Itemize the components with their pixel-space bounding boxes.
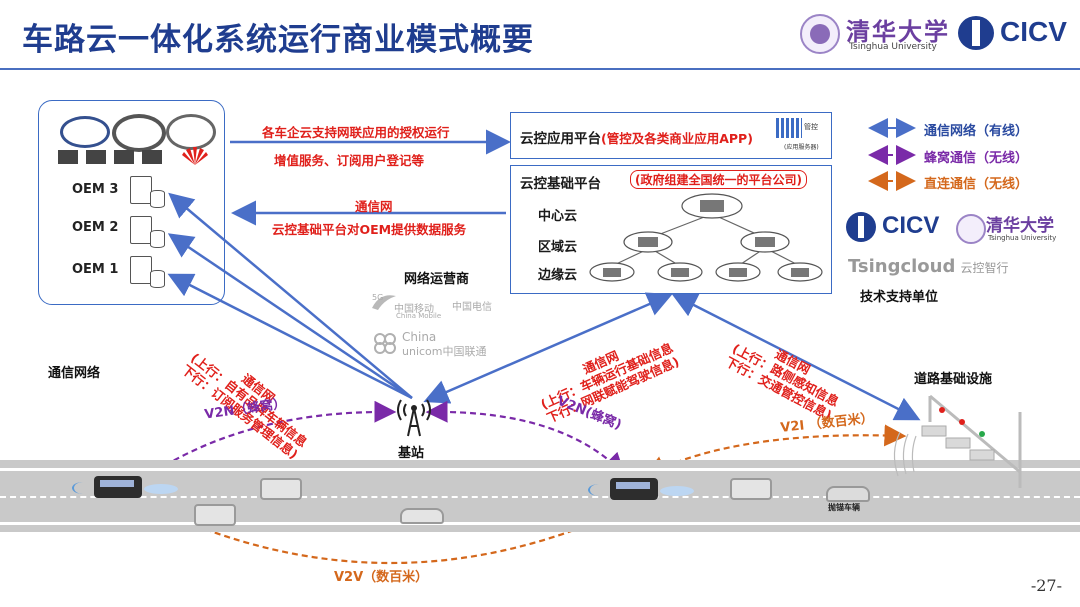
road-edge-top <box>0 468 1080 471</box>
china-telecom-logo: 中国电信 <box>452 302 492 313</box>
signal-waves-left-icon <box>72 482 94 494</box>
top-arrow-text-1: 各车企云支持网联应用的授权运行 <box>262 125 450 140</box>
lane-divider <box>0 496 1080 498</box>
app-platform-title: 云控应用平台(管控及各类商业应用APP) <box>520 127 753 147</box>
base-station-icon <box>396 398 432 438</box>
app-server-sublabel: (应用服务器) <box>784 144 819 151</box>
oem-2-label: OEM 2 <box>72 220 119 235</box>
china-unicom-en1: China <box>402 330 437 344</box>
app-server-icon <box>776 118 802 138</box>
mid-arrow-text-1: 通信网 <box>355 199 393 214</box>
operators-title: 网络运营商 <box>404 272 470 287</box>
broken-car-label: 抛锚车辆 <box>828 503 860 512</box>
support-label: 技术支持单位 <box>860 290 939 305</box>
road-gantry-icon <box>893 394 1022 488</box>
china-unicom-icon <box>372 332 398 354</box>
level-edge-cloud: 边缘云 <box>538 268 578 283</box>
support-tsinghua-icon <box>956 214 986 244</box>
van-gray-3 <box>730 478 772 500</box>
huawei-logo-icon <box>180 146 210 166</box>
support-tsinghua-en: Tsinghua University <box>988 234 1057 242</box>
base-platform-desc: (政府组建全国统一的平台公司) <box>630 170 807 189</box>
page-number: -27- <box>1030 576 1062 595</box>
tsinghua-logo <box>800 14 840 54</box>
toyota-logo-icon <box>166 114 216 150</box>
header-divider <box>0 68 1080 70</box>
top-arrow-text-2: 增值服务、订阅用户登记等 <box>274 153 425 168</box>
signal-glow-left-icon <box>144 484 178 494</box>
road-edge-bottom <box>0 522 1080 525</box>
china-mobile-cn: 中国移动 <box>394 304 434 315</box>
app-platform-desc: (管控及各类商业应用APP) <box>601 131 753 146</box>
signal-glow-right-icon <box>660 486 694 496</box>
page-title: 车路云一体化系统运行商业模式概要 <box>22 22 534 58</box>
svg-text:5G: 5G <box>372 293 383 302</box>
legend-wired: 通信网络（有线） <box>924 124 1029 139</box>
app-platform-name: 云控应用平台 <box>520 131 601 147</box>
base-platform-title: 云控基础平台 <box>520 176 601 192</box>
broken-car-icon <box>826 486 870 502</box>
support-tsinghua-cn: 清华大学 <box>986 216 1054 236</box>
tsingcloud-logo: Tsingcloud 云控智行 <box>848 256 1009 277</box>
legend-cellular: 蜂窝通信（无线） <box>924 151 1029 166</box>
v2v-label: V2V（数百米） <box>334 570 429 585</box>
signal-waves-right-icon <box>588 484 610 496</box>
comm-network-label: 通信网络 <box>48 366 101 381</box>
app-server-label: 管控 <box>804 123 818 131</box>
china-mobile-en: China Mobile <box>396 312 442 320</box>
car-gray-1 <box>400 508 444 524</box>
byd-logo-icon <box>58 150 168 164</box>
tsinghua-name-en: Tsinghua University <box>849 42 937 52</box>
china-mobile-logo: 5G <box>370 290 400 312</box>
oem-1-database-icon <box>150 270 165 288</box>
van-gray-2 <box>194 504 236 526</box>
level-center-cloud: 中心云 <box>538 209 578 224</box>
oem-2-database-icon <box>150 230 165 248</box>
level-region-cloud: 区域云 <box>538 240 578 255</box>
cicv-logo-text: CICV <box>1000 16 1067 47</box>
oem-3-label: OEM 3 <box>72 182 119 197</box>
faw-logo-icon <box>60 116 110 148</box>
road-infra-label: 道路基础设施 <box>914 372 993 387</box>
base-station-label: 基站 <box>398 446 425 461</box>
mid-arrow-text-2: 云控基础平台对OEM提供数据服务 <box>272 222 467 237</box>
cicv-logo-icon <box>958 16 994 50</box>
tsingcloud-name: Tsingcloud <box>848 256 956 277</box>
legend-direct: 直连通信（无线） <box>924 177 1029 192</box>
connected-bus-right <box>610 478 658 500</box>
oem-3-database-icon <box>150 190 165 208</box>
oem-1-label: OEM 1 <box>72 262 119 277</box>
connected-bus-left <box>94 476 142 498</box>
tsingcloud-name-cn: 云控智行 <box>960 261 1009 275</box>
support-cicv-icon <box>846 212 876 242</box>
van-gray-1 <box>260 478 302 500</box>
support-cicv-text: CICV <box>882 212 940 239</box>
tsinghua-name-cn: 清华大学 <box>846 17 950 46</box>
china-unicom-en2: unicom中国联通 <box>402 345 487 358</box>
